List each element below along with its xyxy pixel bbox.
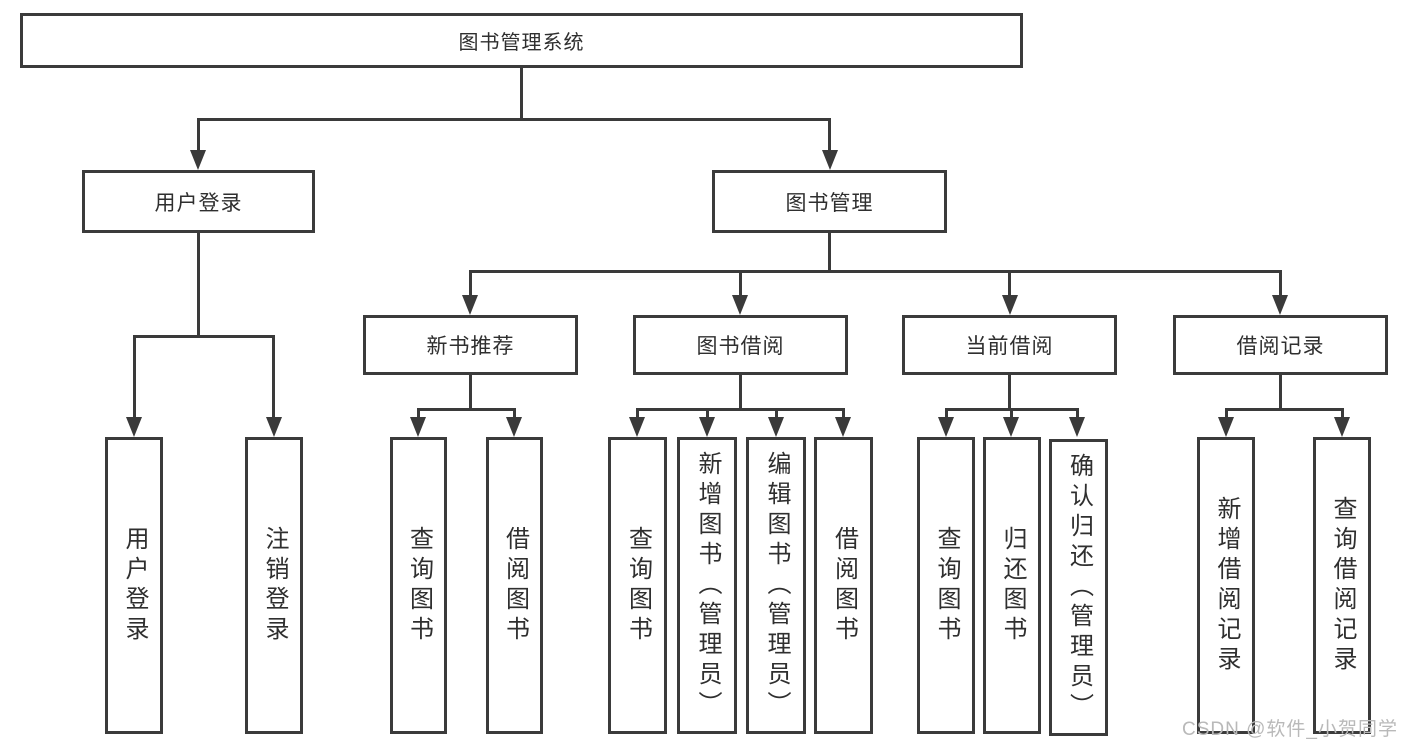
leaf-logout: 注销登录 bbox=[245, 437, 303, 734]
arrowhead-icon bbox=[1069, 417, 1085, 437]
connector-root-trunk bbox=[520, 68, 523, 118]
connector-borrow-record-split bbox=[1226, 408, 1343, 411]
connector-leg bbox=[513, 408, 516, 420]
leaf-label: 查询借阅记录 bbox=[1329, 495, 1356, 676]
arrowhead-icon bbox=[410, 417, 426, 437]
leaf-confirm-return-admin: 确认归还（管理员） bbox=[1049, 439, 1108, 736]
arrowhead-icon bbox=[1218, 417, 1234, 437]
node-label: 用户登录 bbox=[154, 191, 243, 215]
connector-current-borrow-trunk bbox=[1008, 375, 1011, 408]
node-label: 当前借阅 bbox=[965, 335, 1054, 358]
arrowhead-icon bbox=[938, 417, 954, 437]
node-current-borrowing: 当前借阅 bbox=[902, 315, 1117, 375]
connector-book-management-trunk bbox=[828, 233, 831, 270]
leaf-label: 注销登录 bbox=[261, 525, 288, 646]
connector-leg-leaf-logout bbox=[272, 335, 275, 418]
node-label: 图书管理 bbox=[785, 191, 874, 215]
connector-leg bbox=[1225, 408, 1228, 420]
node-user-login: 用户登录 bbox=[82, 170, 315, 233]
arrowhead-icon bbox=[732, 295, 748, 315]
leaf-add-book-admin: 新增图书（管理员） bbox=[677, 437, 737, 734]
node-label: 新书推荐 bbox=[426, 335, 515, 358]
arrowhead-icon bbox=[266, 417, 282, 437]
connector-leg bbox=[1010, 408, 1013, 420]
leaf-borrow-books-recommend: 借阅图书 bbox=[486, 437, 543, 734]
leaf-user-login: 用户登录 bbox=[105, 437, 163, 734]
leaf-label: 归还图书 bbox=[999, 525, 1026, 646]
connector-book-borrow-split bbox=[637, 408, 844, 411]
node-new-book-recommend: 新书推荐 bbox=[363, 315, 578, 375]
leaf-query-borrow-record: 查询借阅记录 bbox=[1313, 437, 1371, 734]
connector-leg bbox=[636, 408, 639, 420]
leaf-query-books-borrowing: 查询图书 bbox=[608, 437, 667, 734]
watermark: CSDN @软件_小贺同学 bbox=[1182, 719, 1398, 740]
connector-book-management-split bbox=[470, 270, 1281, 273]
leaf-label: 查询图书 bbox=[933, 525, 960, 646]
leaf-label: 编辑图书（管理员） bbox=[763, 450, 790, 721]
leaf-label: 新增借阅记录 bbox=[1213, 495, 1240, 676]
connector-leg-user-login bbox=[197, 118, 200, 152]
node-book-borrowing: 图书借阅 bbox=[633, 315, 848, 375]
connector-borrow-record-trunk bbox=[1279, 375, 1282, 408]
node-label: 图书管理系统 bbox=[458, 32, 585, 54]
arrowhead-icon bbox=[699, 417, 715, 437]
arrowhead-icon bbox=[506, 417, 522, 437]
connector-new-book-split bbox=[418, 408, 515, 411]
arrowhead-icon bbox=[1003, 417, 1019, 437]
connector-leg bbox=[1341, 408, 1344, 420]
connector-new-book-trunk bbox=[469, 375, 472, 408]
connector-leg bbox=[706, 408, 709, 420]
arrowhead-icon bbox=[1002, 295, 1018, 315]
leaf-label: 用户登录 bbox=[121, 525, 148, 646]
arrowhead-icon bbox=[1272, 295, 1288, 315]
connector-leg-borrow-record bbox=[1279, 270, 1282, 297]
connector-leg-current-borrow bbox=[1008, 270, 1011, 297]
arrowhead-icon bbox=[190, 150, 206, 170]
leaf-return-book: 归还图书 bbox=[983, 437, 1041, 734]
connector-user-login-split bbox=[134, 335, 275, 338]
leaf-label: 新增图书（管理员） bbox=[694, 450, 721, 721]
connector-leg bbox=[842, 408, 845, 420]
connector-leg bbox=[775, 408, 778, 420]
arrowhead-icon bbox=[822, 150, 838, 170]
leaf-label: 借阅图书 bbox=[501, 525, 529, 646]
arrowhead-icon bbox=[1334, 417, 1350, 437]
connector-leg-book-borrow bbox=[739, 270, 742, 297]
connector-root-split bbox=[197, 118, 831, 121]
leaf-query-books-current: 查询图书 bbox=[917, 437, 975, 734]
connector-user-login-trunk bbox=[197, 233, 200, 335]
arrowhead-icon bbox=[126, 417, 142, 437]
node-book-management: 图书管理 bbox=[712, 170, 947, 233]
leaf-label: 借阅图书 bbox=[830, 525, 858, 646]
connector-leg-new-book bbox=[469, 270, 472, 297]
leaf-label: 确认归还（管理员） bbox=[1065, 452, 1093, 723]
leaf-query-books-recommend: 查询图书 bbox=[390, 437, 447, 734]
connector-leg-leaf-user-login bbox=[133, 335, 136, 418]
connector-leg-book-management bbox=[828, 118, 831, 152]
leaf-borrow-books-borrowing: 借阅图书 bbox=[814, 437, 873, 734]
leaf-label: 查询图书 bbox=[624, 525, 652, 646]
arrowhead-icon bbox=[768, 417, 784, 437]
node-label: 图书借阅 bbox=[696, 335, 785, 358]
leaf-label: 查询图书 bbox=[405, 525, 433, 646]
node-borrowing-records: 借阅记录 bbox=[1173, 315, 1388, 375]
arrowhead-icon bbox=[629, 417, 645, 437]
connector-leg bbox=[945, 408, 948, 420]
leaf-edit-book-admin: 编辑图书（管理员） bbox=[746, 437, 806, 734]
node-label: 借阅记录 bbox=[1236, 335, 1325, 358]
connector-leg bbox=[417, 408, 420, 420]
node-library-management-system: 图书管理系统 bbox=[20, 13, 1023, 68]
connector-leg bbox=[1076, 408, 1079, 420]
arrowhead-icon bbox=[462, 295, 478, 315]
arrowhead-icon bbox=[835, 417, 851, 437]
leaf-add-borrow-record: 新增借阅记录 bbox=[1197, 437, 1255, 734]
connector-book-borrow-trunk bbox=[739, 375, 742, 408]
